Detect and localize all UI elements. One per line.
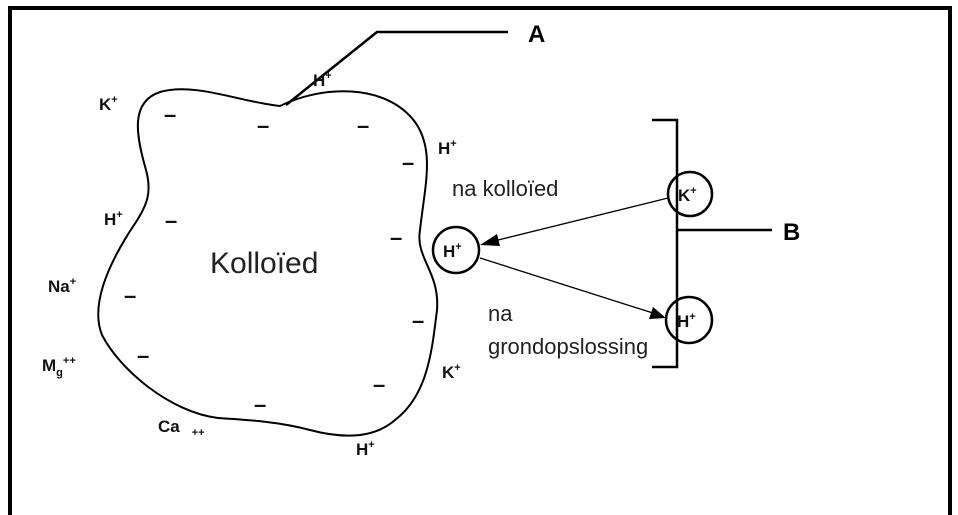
negative-charge: – xyxy=(402,150,414,175)
negative-charge: – xyxy=(165,208,177,233)
arrow-to-colloid xyxy=(489,197,669,243)
circled-ion-k-solution: K+ xyxy=(678,185,697,205)
arrow-to-colloid-label: na kolloïed xyxy=(452,176,558,201)
circled-ion-ring xyxy=(431,225,481,275)
ion-k-right-bottom: K+ xyxy=(442,362,461,382)
negative-charge: – xyxy=(254,392,266,417)
ion-k-top-left: K+ xyxy=(99,94,118,114)
label-b: B xyxy=(783,219,800,246)
negative-charge: – xyxy=(124,283,136,308)
ion-h-bottom: H+ xyxy=(356,439,375,459)
negative-charge: – xyxy=(357,113,369,138)
circled-ion-h-adsorbed: H+ xyxy=(443,241,462,261)
circled-ion-ring xyxy=(664,295,714,345)
ion-h-top: H+ xyxy=(313,70,332,90)
label-a: A xyxy=(528,21,545,48)
ion-h-right-top: H+ xyxy=(438,138,457,158)
circled-ion-ring xyxy=(666,170,714,218)
negative-charge: – xyxy=(137,343,149,368)
arrowhead-to-colloid xyxy=(480,234,500,246)
bracket-b xyxy=(652,118,679,369)
ion-mg-left: Mg++ xyxy=(42,355,76,379)
arrow-to-solution xyxy=(479,257,657,315)
arrow-to-solution-label-line1: na xyxy=(488,301,513,326)
negative-charge: – xyxy=(373,372,385,397)
circled-ion-h-solution: H+ xyxy=(677,311,696,331)
arrowhead-to-solution xyxy=(649,307,666,319)
ion-h-left: H+ xyxy=(104,209,123,229)
leader-line-a xyxy=(285,30,508,106)
negative-charge: – xyxy=(412,308,424,333)
negative-charge: – xyxy=(257,113,269,138)
negative-charge: – xyxy=(390,225,402,250)
frame-border xyxy=(8,6,952,515)
colloid-outline xyxy=(97,88,439,437)
arrow-to-solution-label-line2: grondopsloss­ing xyxy=(488,334,648,359)
ion-ca-bottom: Ca++ xyxy=(158,417,205,439)
negative-charge: – xyxy=(164,102,176,127)
ion-na-left: Na+ xyxy=(48,276,76,296)
colloid-label: Kolloïed xyxy=(210,247,318,280)
